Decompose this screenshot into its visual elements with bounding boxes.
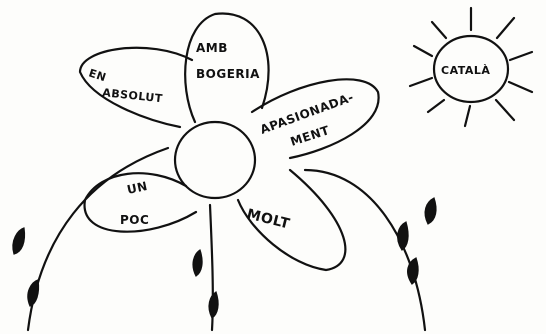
petal-label-amb: AMB — [196, 41, 228, 55]
sun-label: CATALÀ — [441, 64, 490, 77]
leaf-middle-upper — [193, 250, 202, 276]
leaves — [13, 198, 436, 318]
petal-label-bogeria: BOGERIA — [196, 67, 260, 81]
petal-label-en: EN — [87, 66, 108, 84]
leaf-right-2 — [425, 198, 436, 224]
right-stem — [305, 170, 425, 330]
left-stem — [28, 148, 168, 330]
petal-labels: EN ABSOLUT AMB BOGERIA APASIONADA- MENT … — [87, 41, 356, 233]
petal-top-left — [80, 48, 192, 127]
leaf-left-upper — [13, 228, 25, 254]
sun: CATALÀ — [410, 8, 532, 126]
petals — [80, 13, 379, 270]
stems — [28, 148, 425, 330]
petal-label-ment: MENT — [289, 123, 332, 149]
leaf-right-1 — [398, 222, 408, 250]
petal-label-un: UN — [126, 179, 149, 197]
leaf-middle-lower — [209, 292, 218, 318]
petal-label-poc: POC — [120, 213, 149, 227]
leaf-left-lower — [28, 280, 39, 306]
petal-label-molt: MOLT — [245, 206, 292, 232]
flower-center — [175, 122, 255, 198]
